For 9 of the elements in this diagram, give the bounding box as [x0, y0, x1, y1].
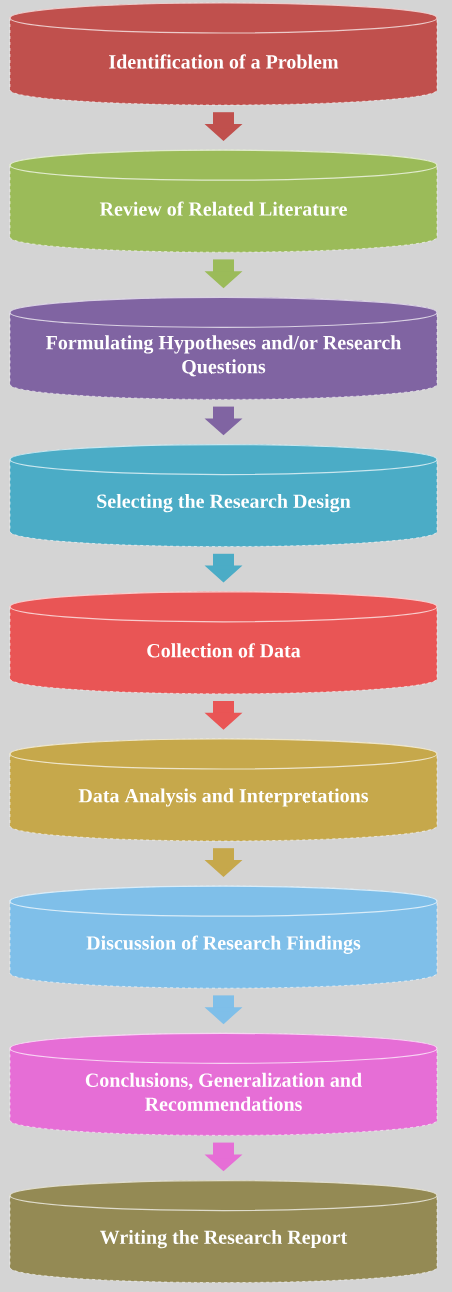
- process-cylinder: Collection of Data: [9, 591, 438, 695]
- process-cylinder: Formulating Hypotheses and/or Research Questions: [9, 296, 438, 400]
- process-cylinder: Review of Related Literature: [9, 149, 438, 253]
- process-cylinder: Identification of a Problem: [9, 2, 438, 106]
- process-cylinder: Selecting the Research Design: [9, 444, 438, 547]
- process-cylinder: Writing the Research Report: [9, 1180, 438, 1283]
- process-cylinder: Conclusions, Generalization and Recommendations: [9, 1032, 438, 1136]
- process-cylinder: Discussion of Research Findings: [9, 885, 438, 989]
- process-cylinder: Data Analysis and Interpretations: [9, 738, 438, 842]
